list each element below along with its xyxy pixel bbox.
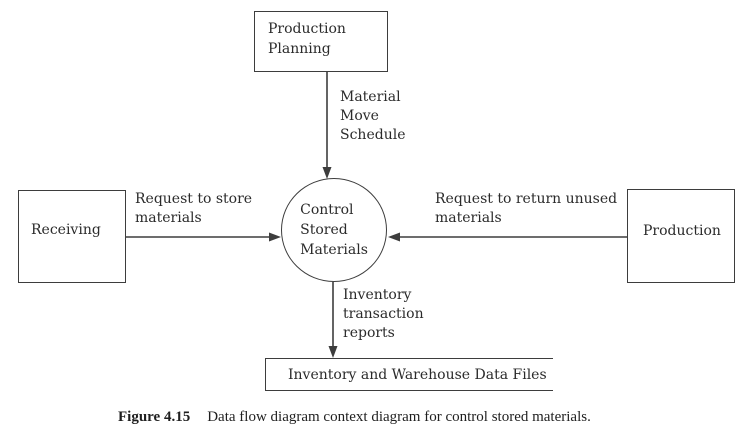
entity-production: Production <box>627 189 735 283</box>
figure-caption-text: Data flow diagram context diagram for co… <box>207 409 591 425</box>
arrowhead-request-to-return <box>388 232 400 242</box>
entity-receiving: Receiving <box>18 190 126 283</box>
entity-production-planning-label: Production Planning <box>268 21 346 57</box>
arrowhead-request-to-store <box>269 232 281 242</box>
process-control-stored-materials: Control Stored Materials <box>281 178 387 282</box>
figure-caption: Figure 4.15 Data flow diagram context dia… <box>118 409 591 426</box>
process-label: Control Stored Materials <box>300 202 368 258</box>
flow-label-material-move-schedule: Material Move Schedule <box>340 89 406 143</box>
flow-label-request-to-store: Request to store materials <box>135 191 253 226</box>
arrowhead-material-move-schedule <box>322 167 332 179</box>
flow-label-request-to-return: Request to return unused materials <box>435 191 618 226</box>
figure-caption-number: Figure 4.15 <box>118 409 191 425</box>
data-store-label: Inventory and Warehouse Data Files <box>288 366 547 383</box>
entity-production-planning: Production Planning <box>254 11 388 72</box>
entity-production-label: Production <box>643 223 721 239</box>
data-store-inventory-warehouse-files: Inventory and Warehouse Data Files <box>265 358 553 391</box>
entity-receiving-label: Receiving <box>31 222 101 238</box>
flow-label-inventory-transaction-reports: Inventory transaction reports <box>343 287 424 341</box>
arrowhead-inventory-transaction-reports <box>328 346 338 358</box>
